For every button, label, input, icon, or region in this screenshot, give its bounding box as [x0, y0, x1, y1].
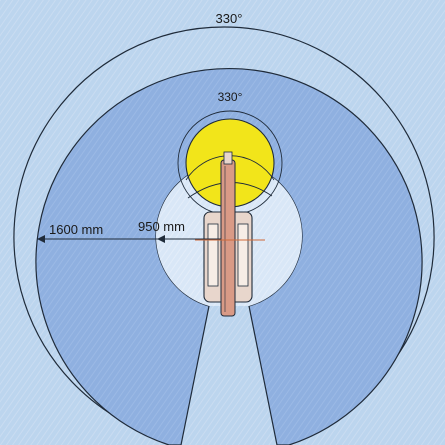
- inner-radius-label: 950 mm: [138, 219, 185, 234]
- outer-angle-label: 330°: [216, 11, 243, 26]
- robot-wrist: [223, 151, 233, 165]
- outer-radius-arrow: [37, 235, 45, 243]
- outer-angle-arc: [13, 26, 435, 438]
- robot-arm: [220, 159, 236, 317]
- inner-radius-arrow: [157, 235, 165, 243]
- inner-angle-label: 330°: [218, 90, 243, 104]
- outer-radius-label: 1600 mm: [49, 222, 103, 237]
- robot-base-panel-right: [237, 223, 249, 287]
- robot-base-panel-left: [207, 223, 219, 287]
